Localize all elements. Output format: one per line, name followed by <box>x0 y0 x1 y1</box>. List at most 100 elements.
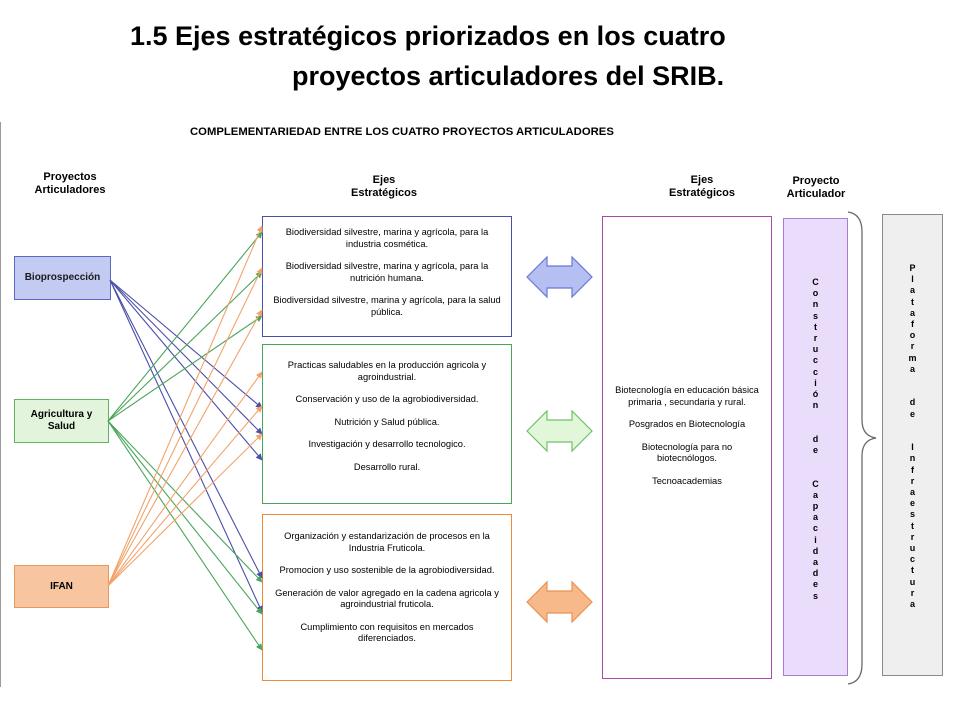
vertical-gap <box>911 375 914 386</box>
vertical-letter: r <box>910 587 915 598</box>
axis-item: Biodiversidad silvestre, marina y agríco… <box>273 295 501 317</box>
biotech-item: Posgrados en Biotecnología <box>628 419 746 429</box>
connector-line <box>107 309 263 587</box>
axis-item: Nutrición y Salud pública. <box>334 416 440 427</box>
vertical-letter: i <box>814 377 817 388</box>
axes-box-fruticola: Organización y estandarización de proces… <box>262 514 512 681</box>
vertical-letter: a <box>812 489 818 500</box>
axis-item: Organización y estandarización de proces… <box>284 531 490 553</box>
double-arrow-blue <box>526 255 593 299</box>
vertical-letter: a <box>909 363 915 374</box>
project-bioprospeccion: Bioprospección <box>14 256 111 300</box>
vertical-letter: ó <box>812 389 819 400</box>
axis-item: Desarrollo rural. <box>353 461 421 472</box>
vertical-gap <box>814 467 817 478</box>
vertical-letter: s <box>812 310 818 321</box>
connector-line <box>107 371 263 587</box>
connectors-bioprospeccion <box>109 279 263 613</box>
biotech-item: Tecnoacademias <box>652 475 722 486</box>
axis-item: Promocion y uso sostenible de la agrobio… <box>279 565 495 575</box>
axis-item: Generación de valor agregado en la caden… <box>275 587 499 610</box>
connector-line <box>107 433 263 587</box>
vertical-gap <box>814 411 817 422</box>
vertical-letter: s <box>909 509 915 520</box>
vertical-letter: r <box>910 341 915 352</box>
connectors-agricultura <box>107 231 263 651</box>
vertical-gap <box>911 431 914 442</box>
vertical-letter: e <box>909 498 915 509</box>
vertical-letter: r <box>910 475 915 486</box>
vertical-letter: o <box>909 330 916 341</box>
connector-line <box>107 225 263 587</box>
vertical-letter: f <box>911 319 914 330</box>
connector-line <box>109 279 263 409</box>
vertical-letter: n <box>812 400 819 411</box>
vertical-letter: d <box>909 397 916 408</box>
biotech-item: Biotecnología para no biotecnólogos. <box>641 441 733 464</box>
vertical-letter: o <box>812 288 819 299</box>
connector-line <box>109 279 263 435</box>
vertical-letter: n <box>909 453 916 464</box>
connector-line <box>107 267 263 587</box>
vertical-letter: t <box>911 296 914 307</box>
axis-item: Biodiversidad silvestre, marina y agríco… <box>285 261 489 283</box>
vertical-gap <box>911 386 914 397</box>
vertical-letter: a <box>909 307 915 318</box>
diagram-heading: COMPLEMENTARIEDAD ENTRE LOS CUATRO PROYE… <box>190 126 614 138</box>
vertical-letter: d <box>812 433 819 444</box>
header-ejes-estrategicos-right: Ejes Estratégicos <box>668 174 736 199</box>
connector-line <box>107 231 263 422</box>
vertical-gap <box>911 420 914 431</box>
vertical-letter: C <box>812 478 819 489</box>
vertical-letter: a <box>909 285 915 296</box>
axes-box-biotecnologia: Biotecnología en educación básica primar… <box>602 216 772 679</box>
biotech-item: Biotecnología en educación básica primar… <box>615 385 759 407</box>
vertical-letter: u <box>909 576 916 587</box>
axis-item: Conservación y uso de la agrobiodiversid… <box>295 394 479 404</box>
connector-line <box>109 279 263 461</box>
vertical-letter: p <box>812 501 819 512</box>
header-proyectos-articuladores: Proyectos Articuladores <box>34 171 106 196</box>
vertical-letter: m <box>908 352 917 363</box>
project-ifan: IFAN <box>14 565 109 608</box>
vertical-letter: a <box>812 557 818 568</box>
vertical-letter: P <box>909 263 916 273</box>
connector-line <box>109 279 263 579</box>
vertical-letter: r <box>910 531 915 542</box>
vertical-letter: t <box>911 520 914 531</box>
vertical-letter: c <box>812 355 818 366</box>
connector-line <box>107 420 263 651</box>
vertical-letter: a <box>812 512 818 523</box>
double-arrow-green <box>526 409 593 453</box>
double-arrow-orange <box>526 580 593 624</box>
connectors-ifan <box>107 225 263 587</box>
vertical-letter: c <box>812 523 818 534</box>
vertical-letter: a <box>909 599 915 610</box>
vertical-letter: l <box>911 274 914 285</box>
connector-line <box>109 279 263 613</box>
axis-item: Investigación y desarrollo tecnologico. <box>308 439 466 449</box>
axis-item: Cumplimiento con requisitos en mercados … <box>300 621 474 644</box>
axis-item: Practicas saludables en la producción ag… <box>287 360 487 382</box>
vertical-letter: i <box>814 534 817 545</box>
axes-box-biodiversidad: Biodiversidad silvestre, marina y agríco… <box>262 216 512 337</box>
vertical-letter: e <box>909 408 915 419</box>
vertical-letter: t <box>814 321 817 332</box>
diagram-left-border <box>0 122 1 687</box>
vertical-gap <box>814 423 817 434</box>
curly-brace <box>847 211 877 685</box>
vertical-letter: c <box>812 366 818 377</box>
connector-line <box>107 420 263 615</box>
vertical-letter: C <box>812 277 819 287</box>
connector-line <box>107 420 263 583</box>
slide-title-line-2: proyectos articuladores del SRIB. <box>292 61 725 91</box>
vertical-letter: f <box>911 464 914 475</box>
vertical-letter: s <box>812 590 818 601</box>
connector-line <box>107 315 263 422</box>
vertical-letter: u <box>812 344 819 355</box>
vertical-letter: t <box>911 565 914 576</box>
vertical-letter: r <box>813 333 818 344</box>
